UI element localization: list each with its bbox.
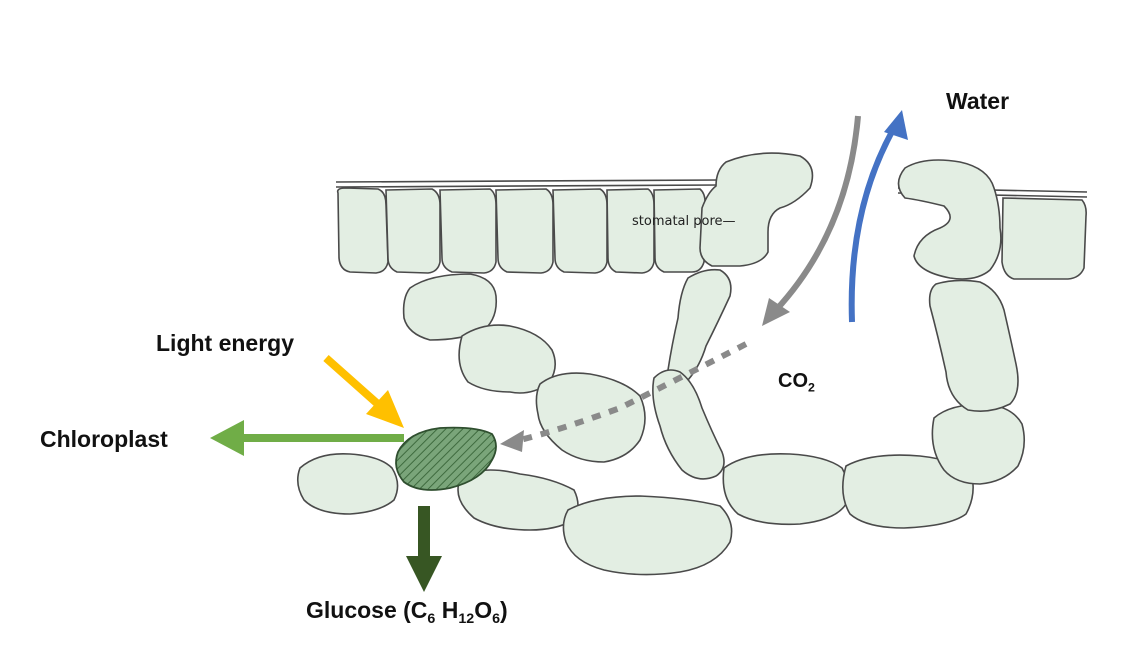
mesophyll-cell: [457, 469, 579, 531]
glucose-label-h: H: [435, 597, 459, 623]
guard-cell: [897, 159, 1002, 280]
epidermal-cell: [439, 188, 497, 274]
epidermal-cell: [385, 188, 441, 274]
mesophyll-cell: [842, 454, 974, 529]
stomatal-pore-label: stomatal pore—: [632, 214, 736, 229]
glucose-label-prefix: Glucose (C: [306, 597, 428, 623]
water-arrow-head: [884, 110, 908, 140]
epidermal-cell: [1001, 197, 1087, 280]
light-energy-label: Light energy: [156, 330, 295, 356]
co2-label: CO2: [778, 370, 815, 395]
chloroplast-icon: [395, 426, 497, 491]
chloroplast-label: Chloroplast: [40, 426, 168, 452]
mesophyll-cell: [296, 452, 399, 515]
mesophyll-cell: [535, 372, 646, 463]
co2-dotted-arrow: [519, 341, 748, 443]
water-label: Water: [946, 88, 1010, 114]
glucose-label-suffix: ): [500, 597, 508, 623]
epidermal-cell: [653, 188, 706, 273]
glucose-label-o-subscript: 6: [492, 610, 501, 627]
mesophyll-cell: [722, 452, 850, 526]
mesophyll-cell: [931, 403, 1026, 485]
glucose-arrow: [418, 506, 430, 562]
mesophyll-cell: [928, 279, 1019, 412]
light-energy-arrow: [323, 355, 383, 409]
co2-label-subscript: 2: [808, 380, 815, 395]
mesophyll-cell: [562, 495, 733, 576]
mesophyll-cell: [667, 268, 732, 382]
co2-entry-arrow: [773, 115, 861, 313]
co2-label-main: CO: [778, 370, 808, 392]
glucose-label-c-subscript: 6: [427, 610, 436, 627]
glucose-label-h-subscript: 12: [458, 610, 475, 627]
light-energy-arrow-head: [366, 390, 404, 428]
epidermal-cell: [336, 187, 389, 274]
spongy-mesophyll: [296, 268, 1026, 576]
guard-cell: [699, 152, 814, 267]
glucose-label-o: O: [474, 597, 493, 623]
epidermal-cell: [495, 188, 554, 274]
glucose-label: Glucose (C6 H12O6): [306, 597, 508, 627]
epidermal-cell: [606, 188, 655, 274]
upper-epidermis: [335, 152, 1088, 280]
co2-dotted-arrow-head: [500, 430, 524, 452]
chloroplast-arrow-head: [210, 420, 244, 456]
glucose-arrow-head: [406, 556, 442, 592]
water-arrow: [848, 126, 897, 323]
mesophyll-cell: [652, 369, 725, 480]
co2-entry-arrow-head: [762, 298, 790, 326]
epidermal-cell: [552, 188, 608, 274]
